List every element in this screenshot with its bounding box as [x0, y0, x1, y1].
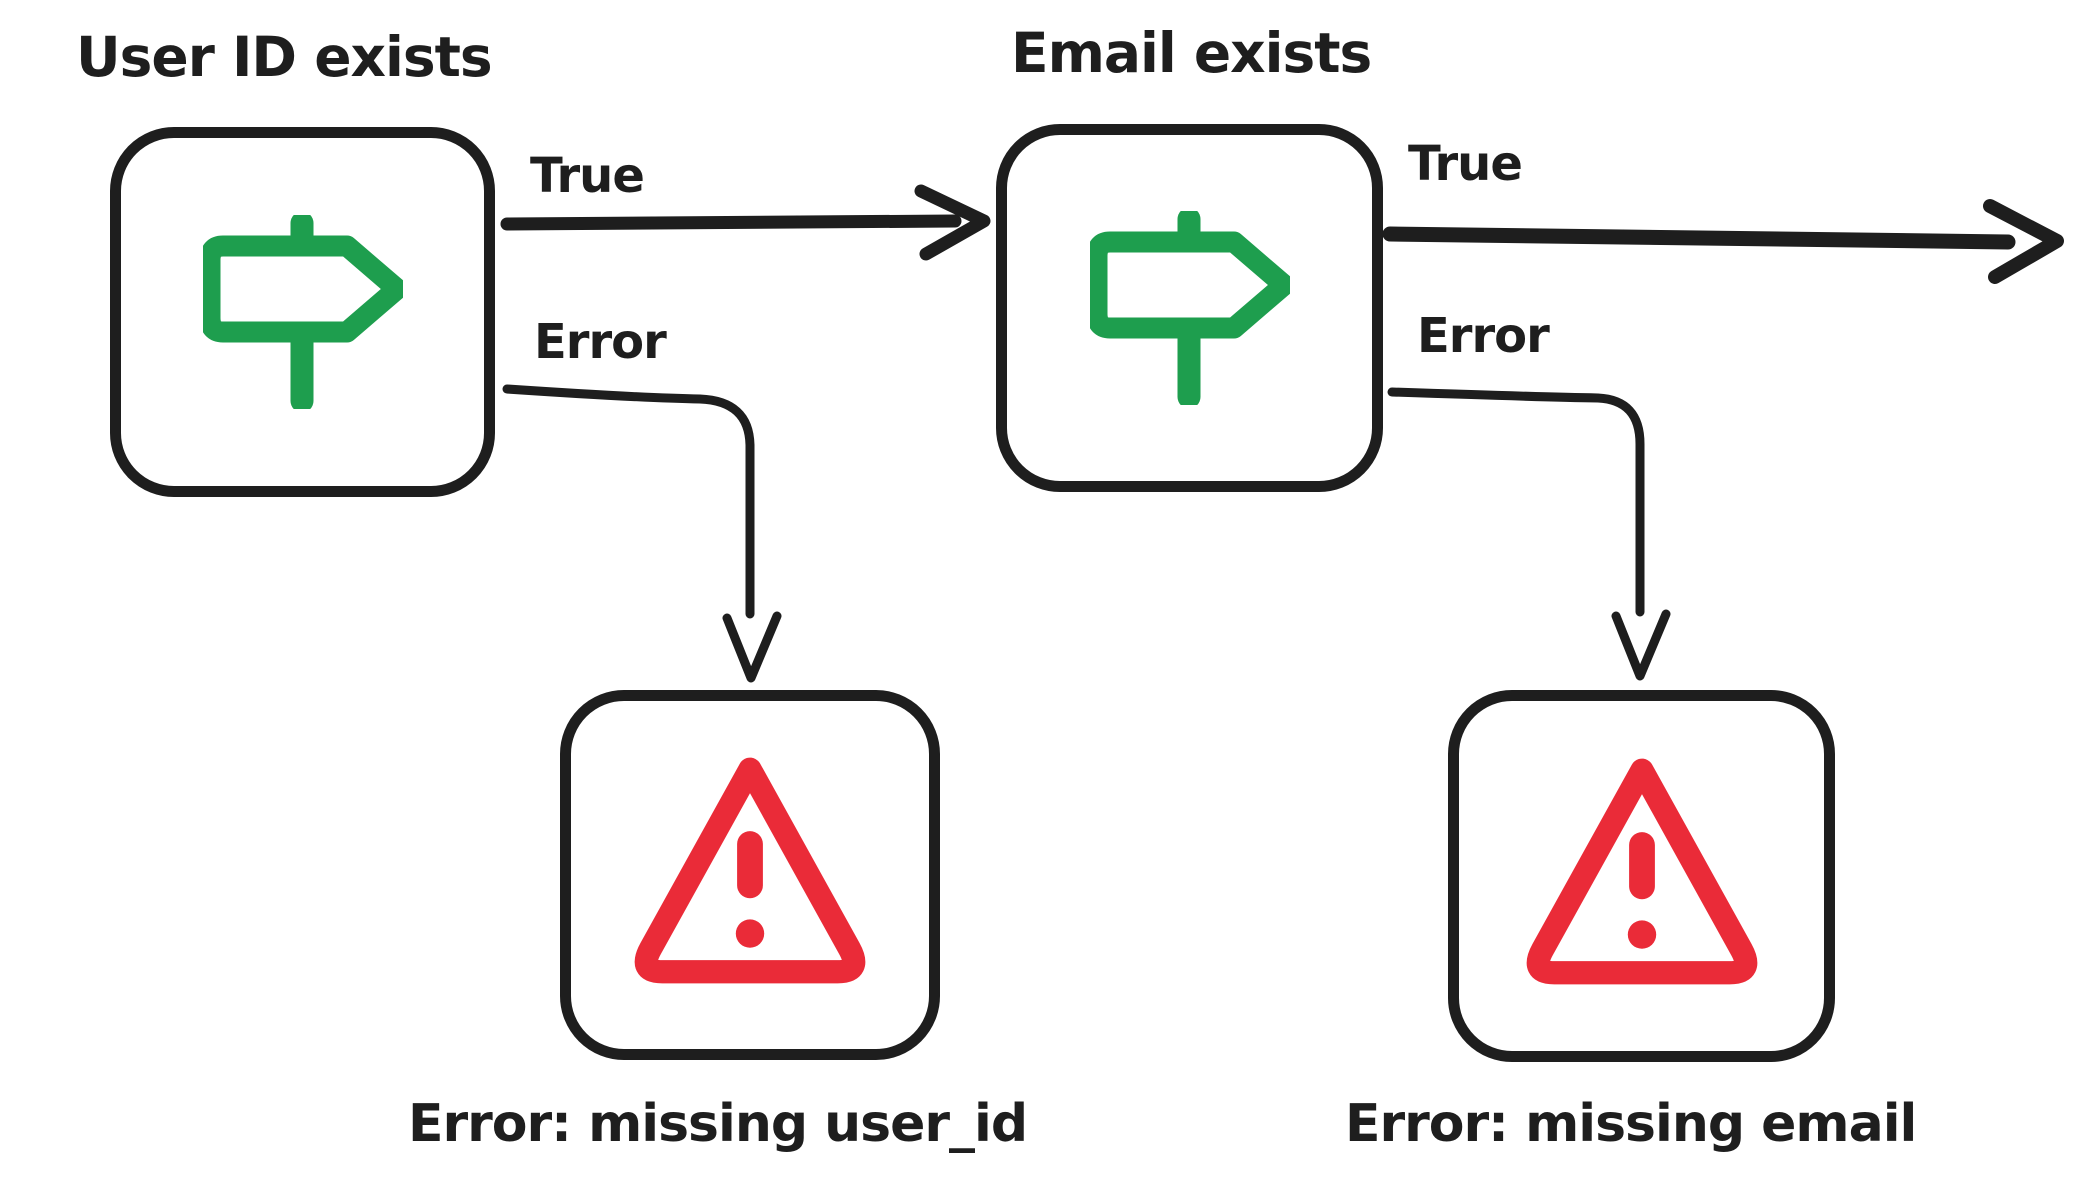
error-arrow-2 [1387, 387, 1671, 681]
error-arrow-1 [502, 384, 782, 683]
node2-true-label: True [1408, 136, 1523, 192]
node1-error-label: Error [534, 314, 667, 370]
node-error-missing-email [1448, 690, 1835, 1062]
error1-caption: Error: missing user_id [408, 1094, 1028, 1154]
node2-title: Email exists [1011, 21, 1372, 85]
node1-true-label: True [530, 148, 645, 204]
warning-triangle-icon [1526, 758, 1757, 985]
node-error-missing-user-id [560, 690, 940, 1060]
node-user-id-exists [110, 127, 495, 497]
node1-title: User ID exists [76, 25, 493, 89]
signpost-icon [1089, 211, 1290, 405]
true-arrow-2 [1382, 199, 2064, 284]
warning-triangle-icon [634, 757, 866, 984]
error2-caption: Error: missing email [1345, 1094, 1917, 1154]
node-email-exists [996, 124, 1383, 492]
signpost-icon [202, 215, 403, 409]
true-arrow-1 [500, 184, 991, 261]
node2-error-label: Error [1417, 308, 1550, 364]
